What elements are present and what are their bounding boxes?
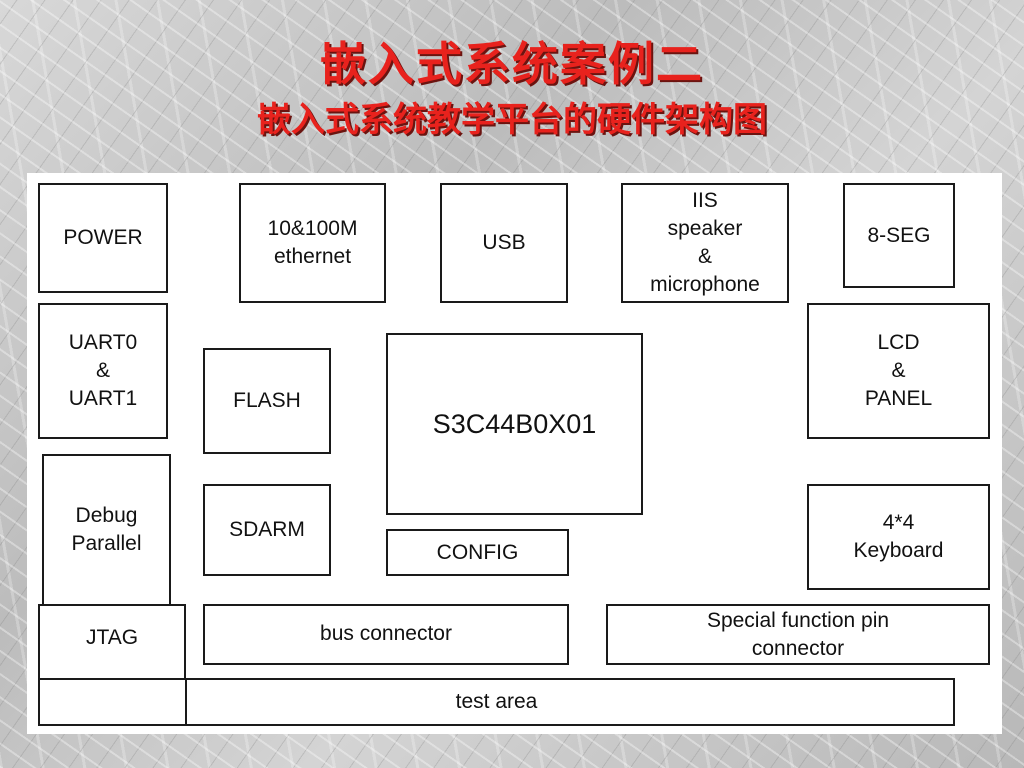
bus-connector-block: bus connector — [203, 604, 569, 665]
flash-block: FLASH — [203, 348, 331, 454]
lcd-panel-block: LCD&PANEL — [807, 303, 990, 439]
usb-block: USB — [440, 183, 568, 303]
uart-block: UART0&UART1 — [38, 303, 168, 439]
sdarm-block: SDARM — [203, 484, 331, 576]
test-area-divider — [185, 678, 187, 726]
test-area-block: test area — [38, 678, 955, 726]
power-block: POWER — [38, 183, 168, 293]
slide-subtitle: 嵌入式系统教学平台的硬件架构图 — [257, 100, 767, 140]
slide-title: 嵌入式系统案例二 — [320, 37, 704, 91]
config-block: CONFIG — [386, 529, 569, 576]
8-seg-block: 8-SEG — [843, 183, 955, 288]
cpu-s3c44b0x01-block: S3C44B0X01 — [386, 333, 643, 515]
